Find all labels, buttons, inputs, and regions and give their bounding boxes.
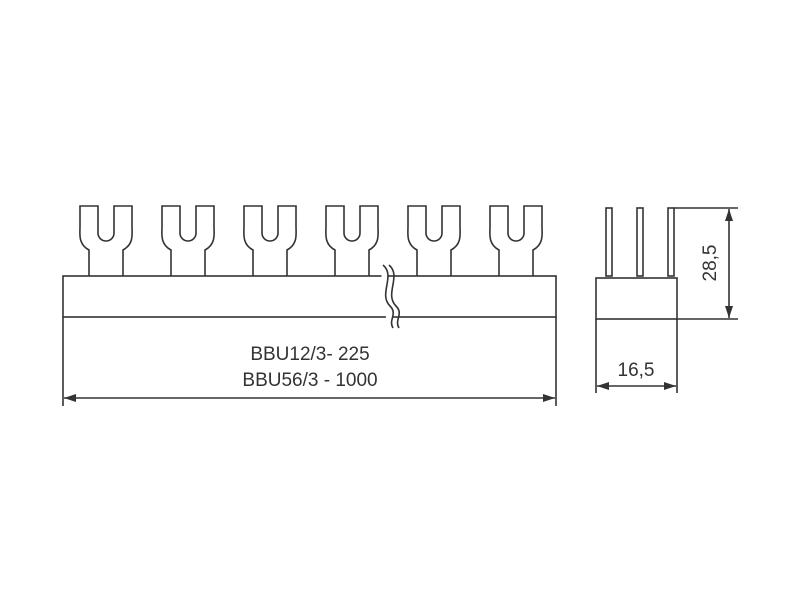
side-view [595,207,738,393]
height-label: 28,5 [700,245,721,282]
model-line-1: BBU12/3- 225 [250,344,369,365]
width-label: 16,5 [618,360,655,381]
model-line-2: BBU56/3 - 1000 [242,370,377,391]
fork-terminal [407,205,461,276]
fork-terminal [489,205,543,276]
side-pin-3 [667,207,675,277]
fork-terminal [243,205,297,276]
fork-terminal [79,205,133,276]
side-pin-1 [605,207,613,277]
side-body [595,277,678,320]
front-view [62,205,557,406]
fork-terminals [79,205,543,276]
fork-terminal [325,205,379,276]
fork-terminal [161,205,215,276]
busbar-body [62,275,557,318]
side-pin-2 [636,207,644,277]
break-mark [377,262,400,330]
